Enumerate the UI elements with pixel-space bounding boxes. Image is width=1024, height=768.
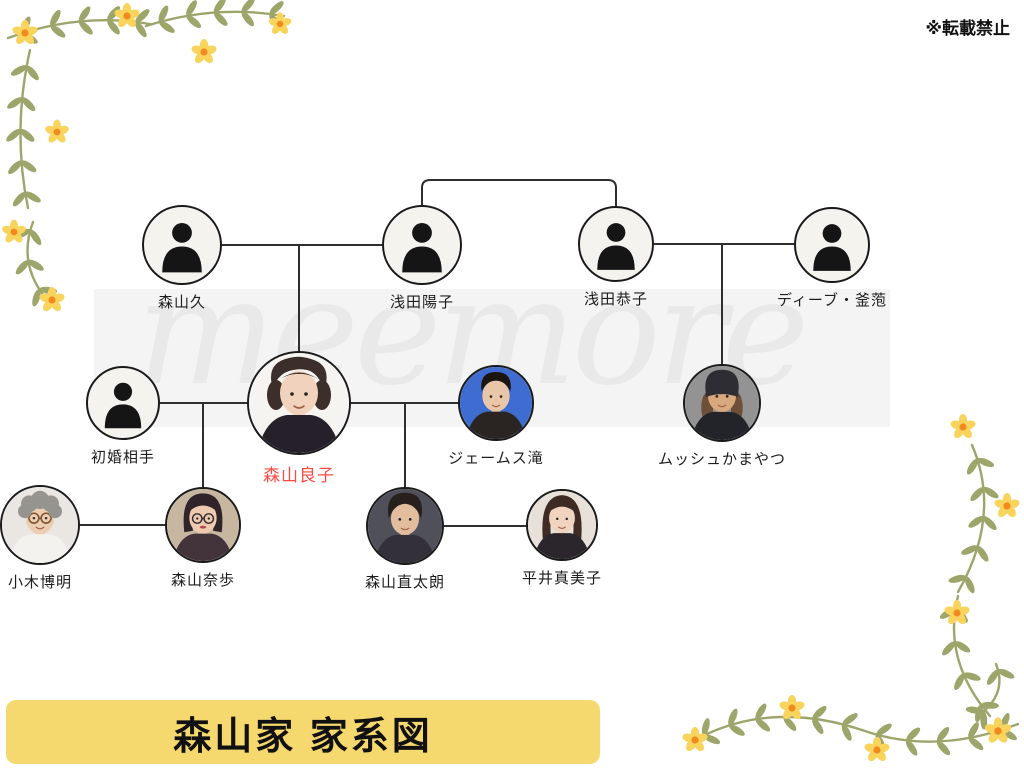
- vine-branch: [144, 0, 286, 33]
- person-label-asada-kyoko: 浅田恭子: [583, 291, 649, 308]
- flower-icon: [191, 39, 217, 64]
- vine-branch: [6, 48, 41, 210]
- person-node-first-marriage-partner: [86, 366, 160, 440]
- person-label-james-taki: ジェームス滝: [448, 450, 544, 467]
- flower-icon: [984, 717, 1012, 743]
- flower-icon: [2, 219, 26, 243]
- person-label-first-marriage-partner: 初婚相手: [90, 449, 156, 466]
- flower-icon: [114, 3, 140, 28]
- person-node-moriyama-ryoko: [247, 351, 351, 455]
- person-label-moriyama-naotaro: 森山直太朗: [364, 574, 446, 591]
- person-node-monsieur-kamayatsu: [683, 364, 761, 442]
- person-node-moriyama-hisashi: [142, 205, 222, 285]
- flower-icon: [994, 493, 1020, 518]
- flower-icon: [268, 12, 292, 34]
- person-label-moriyama-hisashi: 森山久: [157, 294, 207, 311]
- person-label-ogi-hiroaki: 小木博明: [7, 574, 73, 591]
- person-label-hirai-mamiko: 平井真美子: [521, 570, 603, 587]
- flower-icon: [39, 287, 65, 312]
- person-label-asada-yoko: 浅田陽子: [389, 294, 455, 311]
- person-node-hirai-mamiko: [526, 489, 598, 561]
- person-label-moriyama-naho: 森山奈歩: [170, 572, 236, 589]
- person-node-ogi-hiroaki: [0, 485, 80, 565]
- person-node-asada-kyoko: [578, 206, 654, 282]
- person-node-moriyama-naotaro: [366, 487, 444, 565]
- connector-line: [421, 179, 617, 207]
- person-label-monsieur-kamayatsu: ムッシュかまやつ: [657, 451, 787, 468]
- flower-icon: [45, 119, 69, 143]
- flower-icon: [950, 414, 976, 439]
- vine-branch: [965, 662, 1015, 730]
- page-title: 森山家 家系図: [173, 715, 433, 758]
- no-reproduction-notice: ※転載禁止: [925, 19, 1010, 38]
- flower-icon: [864, 737, 890, 762]
- flower-icon: [779, 695, 805, 720]
- person-node-deeb-kamayatsu: [794, 207, 870, 283]
- flower-icon: [12, 20, 38, 45]
- flower-icon: [944, 600, 970, 625]
- person-node-asada-yoko: [382, 205, 462, 285]
- vine-branch: [948, 443, 999, 594]
- flower-icon: [682, 727, 708, 752]
- title-banner: 森山家 家系図: [6, 700, 600, 764]
- person-label-deeb-kamayatsu: ディーブ・釜萢: [776, 292, 888, 309]
- person-node-james-taki: [458, 365, 534, 441]
- person-label-moriyama-ryoko: 森山良子: [263, 466, 335, 485]
- person-node-moriyama-naho: [165, 487, 241, 563]
